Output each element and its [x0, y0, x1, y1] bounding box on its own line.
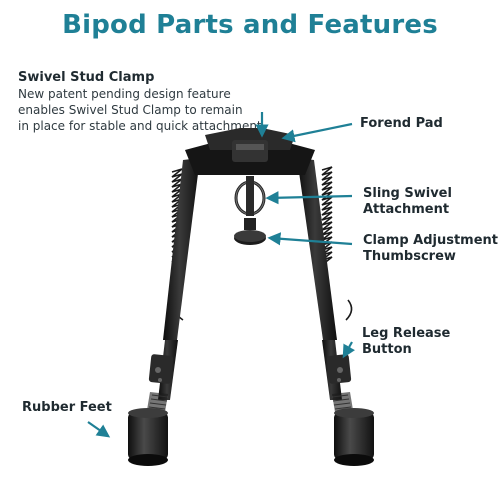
rubber-feet-arrow: [87, 421, 111, 438]
sling-swivel-label-line-2: Attachment: [363, 202, 450, 217]
right-spring: [321, 166, 353, 321]
left-rubber-foot: [128, 408, 168, 466]
swivel-stud-clamp-label: Swivel Stud Clamp: [18, 70, 155, 85]
sling-swivel-arrow: [265, 191, 353, 205]
swivel-stud-clamp-description-line-3: in place for stable and quick attachment…: [18, 119, 266, 133]
clamp-thumbscrew-label-line-2: Thumbscrew: [363, 249, 456, 264]
leg-release-label-line-2: Button: [362, 342, 412, 357]
leg-release-arrow: [342, 341, 355, 359]
sling-swivel-label-line-1: Sling Swivel: [363, 186, 452, 201]
callout-arrows: [87, 112, 355, 438]
swivel-stud-clamp-description-line-2: enables Swivel Stud Clamp to remain: [18, 103, 243, 117]
clamp-thumbscrew-arrow: [267, 232, 353, 246]
rubber-feet-label: Rubber Feet: [22, 400, 112, 415]
forend-pad-label: Forend Pad: [360, 116, 443, 131]
bipod-top-body: [185, 128, 315, 245]
left-leg: [147, 158, 200, 412]
right-leg: [297, 158, 353, 412]
swivel-stud-clamp-description-line-1: New patent pending design feature: [18, 87, 231, 101]
clamp-thumbscrew-label-line-1: Clamp Adjustment: [363, 233, 499, 248]
page-title: Bipod Parts and Features: [62, 10, 438, 40]
leg-release-label-line-1: Leg Release: [362, 326, 451, 341]
forend-pad-arrow: [281, 122, 353, 143]
right-rubber-foot: [334, 408, 374, 466]
